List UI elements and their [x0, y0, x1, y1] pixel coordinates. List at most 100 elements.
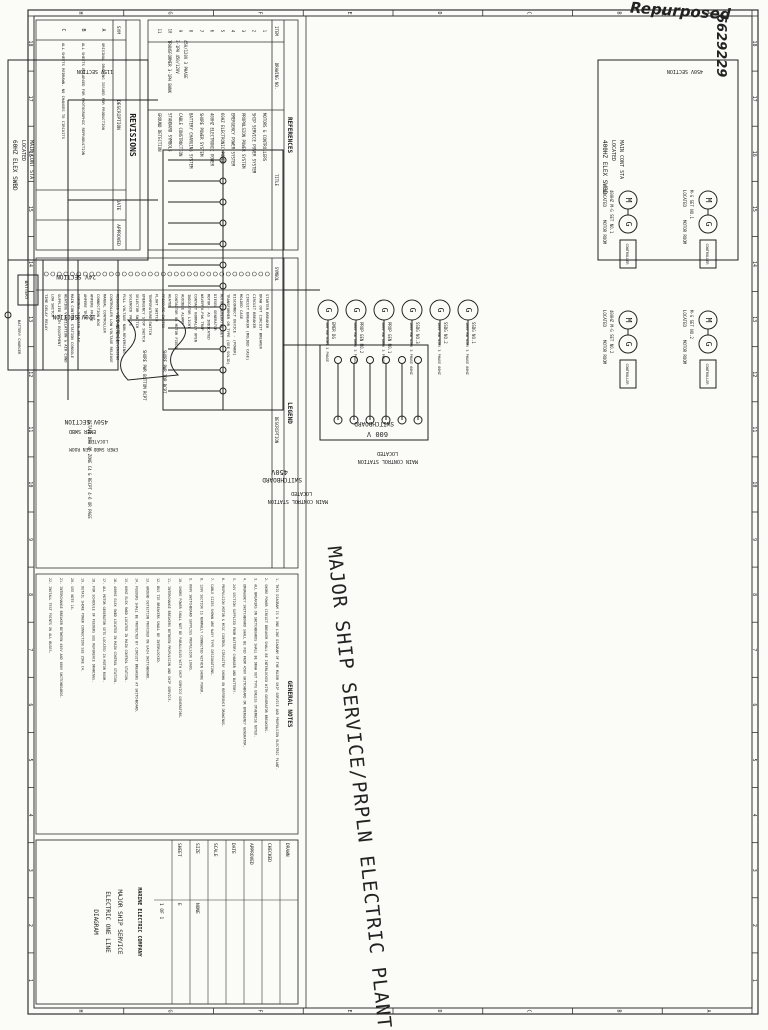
legend-symbol — [258, 271, 264, 277]
legend-item: AMPERE FRAME — [90, 294, 95, 322]
mg-controller — [699, 239, 717, 269]
generator-rating: 1000 KW 450V 3 PHASE 60HZ — [409, 322, 413, 375]
mg-controller — [619, 359, 637, 389]
title-block-title: DIAGRAM — [92, 909, 99, 935]
zone-label-bottom: 8 — [27, 593, 33, 596]
emer-location: EMER SWBD GEN ROOM — [69, 446, 118, 452]
general-note: 7. CABLE SIZES SHOWN ARE NAVY TYPE DESIG… — [210, 578, 214, 676]
legend-item: SUPPLIED WITH EQUIPMENT — [57, 294, 62, 347]
generator-label: EMER DG — [331, 322, 336, 339]
legend-symbol — [147, 271, 153, 277]
title-block-label: DATE — [230, 843, 236, 854]
title-block-label: APPROVED — [248, 843, 254, 865]
legend-symbol — [206, 271, 212, 277]
title-block-scale: NONE — [194, 903, 200, 914]
zone-label-side: G — [167, 1009, 173, 1012]
zone-label-side: D — [436, 1009, 442, 1012]
mg-located: LOCATED — [682, 310, 687, 327]
mg-located: LOCATED — [602, 190, 607, 207]
elex-60hz-switchboard — [7, 59, 149, 261]
mg-located: LOCATED — [682, 190, 687, 207]
zone-label-bottom: 16 — [27, 151, 33, 157]
zone-label-top: 17 — [751, 96, 757, 102]
generator-glyph: G — [436, 308, 445, 313]
generator-rating: 3000 KW 600V 3 PHASE — [381, 322, 385, 364]
zone-label-bottom: 17 — [27, 96, 33, 102]
legend-item: EMERGENCY STOP SWITCH — [142, 294, 147, 343]
legend-item: MANUAL CONTROLLER — [103, 294, 108, 334]
shore-power-cloud — [120, 319, 186, 381]
general-note: 20. SEE NOTE 14. — [70, 578, 74, 611]
breaker-600v — [382, 356, 390, 364]
mg-location: MOTOR ROOM — [602, 220, 607, 245]
legend-symbol — [121, 271, 127, 277]
legend-symbol — [50, 271, 56, 277]
legend-item: TEMPERATURE SWITCH — [148, 294, 153, 336]
zone-label-top: 4 — [751, 814, 757, 817]
revision-sym: B — [80, 28, 86, 31]
reference-item-no: 5 — [220, 30, 225, 33]
generator-label: PROP GEN NO.2 — [359, 322, 364, 354]
legend-heading: LEGEND — [286, 402, 293, 424]
generator-glyph: G — [324, 308, 333, 313]
legend-symbol — [186, 271, 192, 277]
zone-label-bottom: 12 — [27, 371, 33, 377]
breaker-600v — [349, 415, 359, 425]
generator-rating: 3000 KW 600V 3 PHASE — [353, 322, 357, 364]
legend-symbol — [134, 271, 140, 277]
general-note: 16. 400HZ ELEX SWBD LOCATED IN MAIN CONT… — [113, 578, 117, 684]
zone-label-top: 2 — [751, 924, 757, 927]
zone-label-side: D — [436, 11, 442, 14]
zone-label-side: A — [705, 11, 711, 14]
legend-symbol — [193, 271, 199, 277]
reference-item-no: 4 — [231, 30, 236, 33]
title-block-size: E — [176, 903, 182, 906]
elex-60hz-section: 115V SECTION — [77, 68, 113, 74]
elex-60hz-name: 60HZ ELEX SWBD — [11, 140, 18, 191]
legend-symbol — [167, 271, 173, 277]
zone-label-side: E — [346, 11, 352, 14]
general-note: 15. 60HZ ELEX SWBD LOCATED IN MAIN CONTR… — [124, 578, 128, 682]
legend-item: WAVEPRO-PAK TRAP — [200, 294, 205, 331]
revision-description: ORIGINAL DRAWING ISSUED FOR PRODUCTION — [101, 43, 106, 131]
legend-item: SOLENOID VALVE — [129, 294, 134, 327]
title-block-title: MAJOR SHIP SERVICE — [116, 889, 123, 954]
zone-label-side: E — [346, 1009, 352, 1012]
switchboard-450v-name: 450V — [270, 468, 288, 476]
generator-glyph: G — [464, 308, 473, 313]
zone-label-bottom: 4 — [27, 814, 33, 817]
legend-item: FLOAT SWITCH — [155, 294, 160, 322]
legend-item: TRANSFORMER OR TYPE (SEE SOLID) — [226, 294, 231, 365]
general-note: 22. INSTALL TEST POINTS ON ALL BUSES. — [48, 578, 52, 654]
reference-item-no: 11 — [157, 29, 162, 34]
zone-label-side: F — [256, 1009, 262, 1012]
general-note: 14. FEEDERS SHALL BE PROTECTED BY CIRCUI… — [135, 578, 139, 713]
emer-section-450v: 450V SECTION — [64, 418, 108, 425]
mg-controller-label: CONTROLLER — [705, 243, 709, 265]
elex-400hz-section: 450V SECTION — [667, 68, 703, 74]
legend-symbol — [108, 271, 114, 277]
switchboard-600v — [319, 344, 429, 441]
legend-item: MOLDED CASE — [239, 294, 244, 320]
references-heading: REFERENCES — [286, 117, 293, 154]
battery-box — [17, 274, 39, 306]
reference-item-title: STANDARD SYMBOLS — [168, 113, 173, 152]
generator-label: SSDG NO.2 — [443, 322, 448, 344]
reference-item-title: SHORE POWER SYSTEM — [199, 113, 204, 157]
mg-glyph: M — [704, 318, 713, 323]
revisions-col: DATE — [115, 200, 121, 211]
elex-400hz-location: MAIN CONT STA — [618, 140, 624, 179]
legend-symbol — [264, 271, 270, 277]
zone-label-side: A — [705, 1009, 711, 1012]
generator-glyph: G — [352, 308, 361, 313]
mg-controller — [699, 359, 717, 389]
reference-item-no: 10 — [168, 29, 173, 34]
emer-section-120v: 120V SECTION — [52, 313, 96, 320]
shore-power-bottom: SHORE PWR BOTTOM RCPT — [142, 350, 147, 401]
breaker-600v — [350, 356, 358, 364]
reference-item-no: 3 — [241, 30, 246, 33]
zone-label-top: 12 — [751, 371, 757, 377]
